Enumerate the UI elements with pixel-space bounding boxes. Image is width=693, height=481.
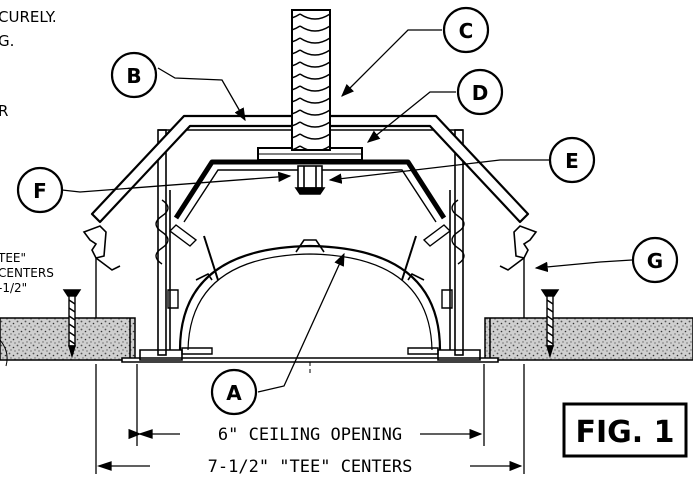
svg-text:A: A xyxy=(226,381,242,405)
callout-c: C xyxy=(442,6,490,54)
mounting-bracket xyxy=(90,114,530,224)
callout-b: B xyxy=(110,51,158,99)
flex-conduit xyxy=(291,9,331,151)
leader-d xyxy=(366,91,456,143)
note-line-1: CURELY. xyxy=(0,8,57,26)
callout-f: F xyxy=(16,166,64,214)
dimension-ceiling-opening: 6" CEILING OPENING xyxy=(128,364,485,446)
svg-text:F: F xyxy=(33,179,47,203)
side-springs xyxy=(155,199,465,309)
tee-clip-right xyxy=(513,225,538,259)
note-text: CURELY. G. R xyxy=(0,8,57,120)
callout-e: E xyxy=(548,136,596,184)
side-line-1: TEE" xyxy=(0,251,26,265)
side-text: TEE" CENTERS -1/2" xyxy=(0,251,54,295)
svg-text:D: D xyxy=(472,81,489,105)
leader-b xyxy=(157,67,246,122)
leader-a xyxy=(257,252,345,393)
svg-text:C: C xyxy=(459,19,474,43)
ceiling-tile-right xyxy=(484,317,693,361)
ceiling-opening-label: 6" CEILING OPENING xyxy=(218,425,402,445)
callout-a: A xyxy=(210,368,258,416)
tee-clips xyxy=(82,225,538,318)
note-line-3: R xyxy=(0,102,8,120)
spring-right xyxy=(451,199,465,265)
callout-g: G xyxy=(631,236,679,284)
leader-g xyxy=(534,259,633,273)
ceiling-tile-left xyxy=(0,317,136,361)
side-line-3: -1/2" xyxy=(0,281,27,295)
leader-lines xyxy=(61,29,633,393)
tee-centers-label: 7-1/2" "TEE" CENTERS xyxy=(208,457,413,477)
mounting-nut xyxy=(294,165,326,195)
side-line-2: CENTERS xyxy=(0,266,54,280)
svg-text:B: B xyxy=(126,64,141,88)
dome-lens xyxy=(178,239,442,355)
tee-clip-left xyxy=(82,225,107,259)
dimension-tee-centers: 7-1/2" "TEE" CENTERS xyxy=(95,364,525,477)
housing-wall-right xyxy=(454,129,464,356)
figure-label-box: FIG. 1 xyxy=(562,402,688,458)
leader-f xyxy=(61,171,292,193)
spring-left xyxy=(155,199,169,265)
callouts: B C D E F G A xyxy=(16,6,679,416)
screw-right xyxy=(540,289,560,359)
screw-left xyxy=(62,289,82,359)
callout-d: D xyxy=(456,68,504,116)
figure-label: FIG. 1 xyxy=(576,415,675,450)
ceiling-screws xyxy=(62,289,560,359)
note-line-2: G. xyxy=(0,32,14,50)
leader-c xyxy=(341,29,442,97)
housing-wall-left xyxy=(157,129,167,356)
svg-text:G: G xyxy=(647,249,663,273)
leader-e xyxy=(328,159,550,184)
svg-text:E: E xyxy=(565,149,579,173)
ceiling-tiles xyxy=(0,317,693,361)
bracket-bar xyxy=(90,114,530,224)
